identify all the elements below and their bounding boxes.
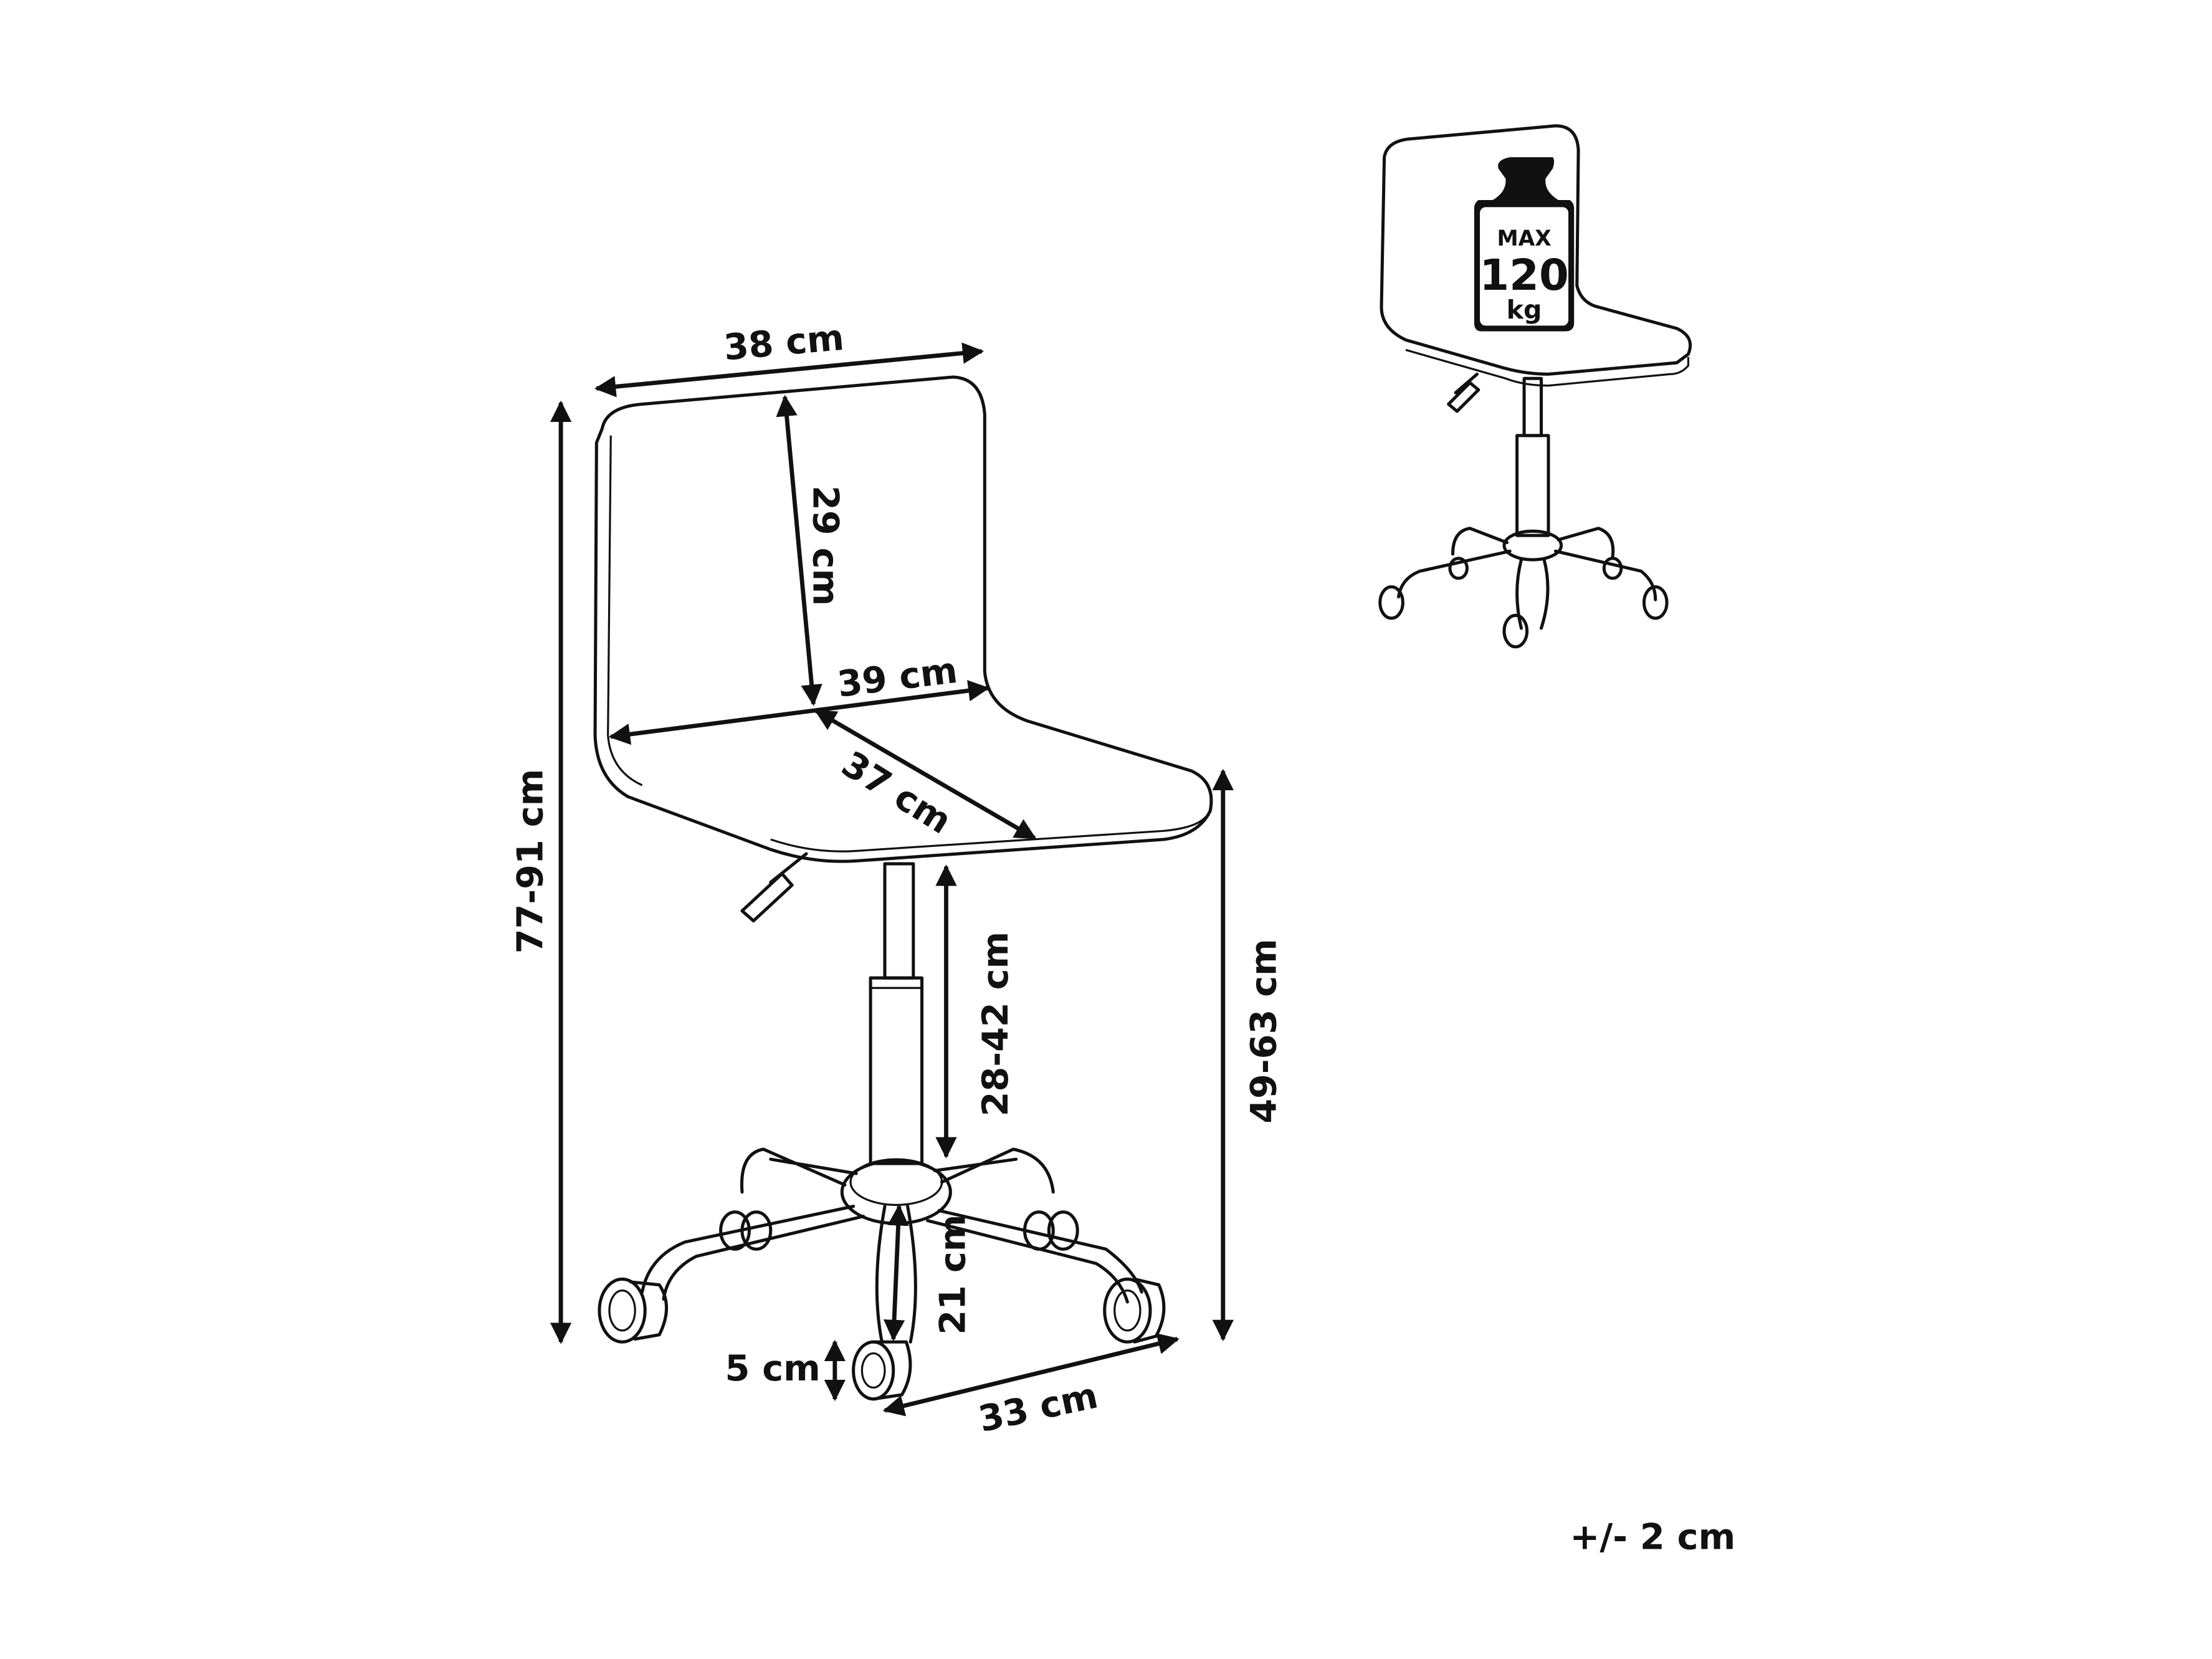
dimension-lines xyxy=(550,342,1234,1417)
max-load-value: 120 xyxy=(1479,251,1568,300)
max-label: MAX xyxy=(1497,226,1551,251)
seat-width-label: 39 cm xyxy=(835,649,960,705)
max-load-unit: kg xyxy=(1507,295,1542,325)
tolerance-label: +/- 2 cm xyxy=(1570,1516,1735,1557)
max-load-chair-illustration: MAX 120 kg xyxy=(1378,124,1692,649)
caster-wheels xyxy=(598,1210,1166,1401)
total-height-label: 77-91 cm xyxy=(509,769,551,954)
backrest-height-label: 29 cm xyxy=(804,485,846,606)
backrest-width-label: 38 cm xyxy=(722,317,846,369)
gas-lift-label: 28-42 cm xyxy=(975,932,1016,1117)
seat-height-label: 49-63 cm xyxy=(1243,939,1285,1124)
weight-icon: MAX 120 kg xyxy=(1474,157,1575,332)
caster-height-label: 5 cm xyxy=(725,1347,820,1389)
base-height-label: 21 cm xyxy=(932,1215,973,1335)
chair-drawing xyxy=(593,375,1213,1401)
